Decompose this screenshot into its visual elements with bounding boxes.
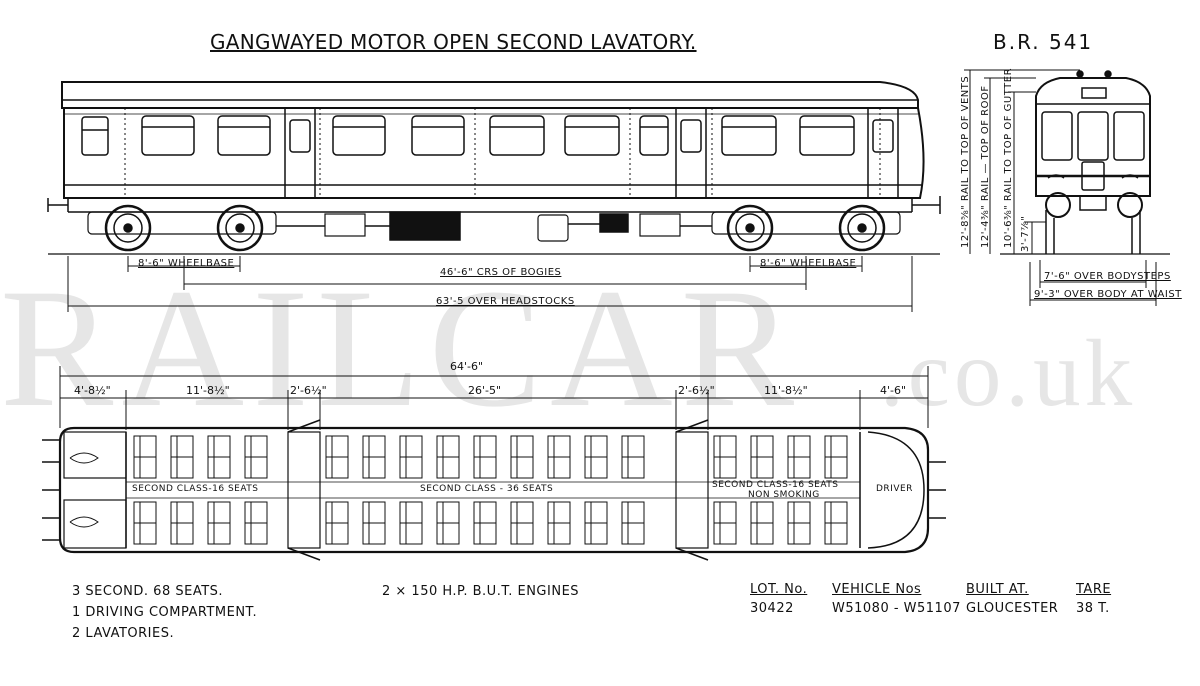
- lot-value: 30422: [750, 601, 794, 616]
- seat-pair: [399, 501, 423, 545]
- seat-layer: [133, 435, 848, 545]
- over-body-waist-label: 9'-3" OVER BODY AT WAIST: [1034, 289, 1182, 300]
- right-bogie: [711, 204, 901, 252]
- built-value: GLOUCESTER: [966, 601, 1059, 616]
- seat-pair: [584, 435, 608, 479]
- seat-pair: [473, 501, 497, 545]
- seat-pair: [510, 501, 534, 545]
- over-bodysteps-label: 7'-6" OVER BODYSTEPS: [1044, 271, 1171, 282]
- seat-pair: [244, 501, 268, 545]
- summary-driving: 1 DRIVING COMPARTMENT.: [72, 605, 258, 620]
- seat-pair: [133, 501, 157, 545]
- overall-length-label: 64'-6": [450, 360, 484, 373]
- small-dim-label: 3'-7⅞": [1020, 215, 1031, 252]
- seat-pair: [787, 501, 811, 545]
- seat-pair: [133, 435, 157, 479]
- seat-pair: [170, 435, 194, 479]
- seat-pair: [621, 501, 645, 545]
- wheelbase-left-label: 8'-6" WHEELBASE: [138, 258, 235, 269]
- driver-cab-label: DRIVER: [876, 484, 913, 494]
- lot-header: LOT. No.: [750, 582, 808, 597]
- seat-pair: [750, 501, 774, 545]
- seat-pair: [325, 501, 349, 545]
- left-compartment-label: SECOND CLASS-16 SEATS: [132, 484, 259, 494]
- vehicle-header: VEHICLE Nos: [832, 582, 922, 597]
- seat-pair: [787, 435, 811, 479]
- seat-pair: [473, 435, 497, 479]
- engines-note: 2 × 150 H.P. B.U.T. ENGINES: [382, 584, 580, 599]
- segment-5-label: 2'-6½": [678, 384, 715, 397]
- right-compartment-label: SECOND CLASS-16 SEATS: [712, 480, 839, 490]
- summary-seats: 3 SECOND. 68 SEATS.: [72, 584, 224, 599]
- drawing-title: GANGWAYED MOTOR OPEN SECOND LAVATORY.: [210, 30, 697, 54]
- seat-pair: [436, 501, 460, 545]
- segment-7-label: 4'-6": [880, 384, 907, 397]
- segment-3-label: 2'-6½": [290, 384, 327, 397]
- seat-pair: [824, 435, 848, 479]
- seat-pair: [362, 501, 386, 545]
- seat-pair: [362, 435, 386, 479]
- seat-pair: [621, 435, 645, 479]
- seat-pair: [399, 435, 423, 479]
- wheelbase-right-label: 8'-6" WHEELBASE: [760, 258, 857, 269]
- seat-pair: [750, 435, 774, 479]
- side-elevation: [47, 81, 941, 255]
- left-bogie: [87, 204, 277, 252]
- seat-pair: [713, 501, 737, 545]
- seat-pair: [207, 501, 231, 545]
- seat-pair: [244, 435, 268, 479]
- built-header: BUILT AT.: [966, 582, 1029, 597]
- segment-6-label: 11'-8½": [764, 384, 808, 397]
- seat-pair: [584, 501, 608, 545]
- segment-4-label: 26'-5": [468, 384, 502, 397]
- segment-2-label: 11'-8½": [186, 384, 230, 397]
- seat-pair: [547, 435, 571, 479]
- diagram-number: B.R. 541: [993, 30, 1094, 54]
- middle-compartment-label: SECOND CLASS - 36 SEATS: [420, 484, 554, 494]
- seat-pair: [510, 435, 534, 479]
- seat-pair: [325, 435, 349, 479]
- seat-pair: [824, 501, 848, 545]
- vehicle-value: W51080 - W51107: [832, 601, 961, 616]
- non-smoking-label: NON SMOKING: [748, 490, 820, 500]
- segment-1-label: 4'-8½": [74, 384, 111, 397]
- plan-view: [42, 419, 946, 561]
- bogie-centres-label: 46'-6" CRS OF BOGIES: [440, 267, 562, 278]
- rail-to-roof-label: 12'-4⅜" RAIL — TOP OF ROOF: [980, 85, 991, 248]
- tare-header: TARE: [1076, 582, 1112, 597]
- seat-pair: [436, 435, 460, 479]
- seat-pair: [170, 501, 194, 545]
- over-headstocks-label: 63'-5 OVER HEADSTOCKS: [436, 296, 575, 307]
- tare-value: 38 T.: [1076, 601, 1110, 616]
- seat-pair: [713, 435, 737, 479]
- summary-lavatories: 2 LAVATORIES.: [72, 626, 175, 641]
- rail-to-vents-label: 12'-8⅝" RAIL TO TOP OF VENTS: [960, 75, 971, 248]
- rail-to-gutter-label: 10'-6⅜" RAIL TO TOP OF GUTTER: [1003, 67, 1014, 248]
- seat-pair: [547, 501, 571, 545]
- end-elevation: [964, 69, 1170, 306]
- seat-pair: [207, 435, 231, 479]
